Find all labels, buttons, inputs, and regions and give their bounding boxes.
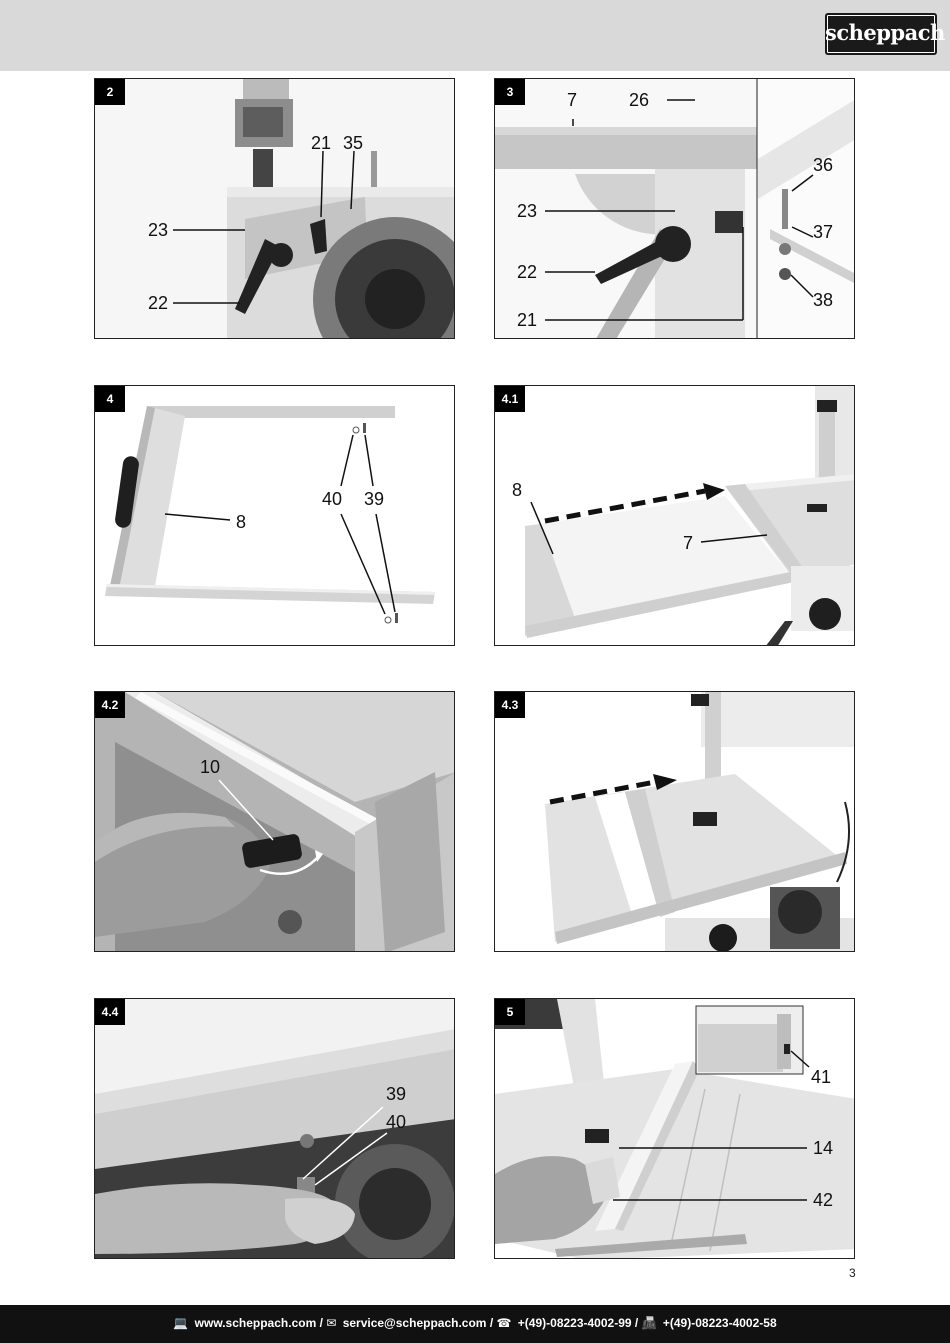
figure-4-4-panel: 4.4 39 40 <box>94 998 455 1259</box>
scheppach-logo: scheppach <box>825 13 945 55</box>
figure-4-illustration <box>95 386 454 645</box>
figure-4-4-label: 39 <box>386 1084 407 1104</box>
figure-5-label: 42 <box>813 1190 834 1210</box>
figure-3-label: 38 <box>813 290 834 310</box>
figure-5-illustration <box>495 999 854 1258</box>
figure-4-4-illustration <box>95 999 454 1258</box>
figure-4-2-tag: 4.2 <box>95 692 125 718</box>
footer-separator: / <box>319 1316 323 1330</box>
figure-2-illustration <box>95 79 454 338</box>
fax-icon: 📠 <box>641 1316 657 1330</box>
figure-3-label: 23 <box>517 201 538 221</box>
figure-3-label: 21 <box>517 310 538 330</box>
page-header: scheppach <box>0 0 950 71</box>
figure-4-4-tag: 4.4 <box>95 999 125 1025</box>
figure-4-1-panel: 4.1 8 7 <box>494 385 855 646</box>
figure-4-3-panel: 4.3 <box>494 691 855 952</box>
figure-4-4-label: 40 <box>386 1112 407 1132</box>
footer-phone[interactable]: +(49)-08223-4002-99 <box>517 1316 632 1330</box>
footer-website[interactable]: www.scheppach.com <box>194 1316 317 1330</box>
figure-2-label: 21 <box>311 133 332 153</box>
figure-3-label: 22 <box>517 262 538 282</box>
figure-4-tag: 4 <box>95 386 125 412</box>
figure-3-label: 37 <box>813 222 834 242</box>
figure-4-panel: 4 8 40 39 <box>94 385 455 646</box>
figure-4-2-illustration <box>95 692 454 951</box>
telephone-icon: ☎ <box>496 1316 512 1330</box>
footer-separator: / <box>634 1316 639 1330</box>
figure-4-1-label: 7 <box>683 533 694 553</box>
footer-fax: +(49)-08223-4002-58 <box>662 1316 777 1330</box>
figure-4-3-tag: 4.3 <box>495 692 525 718</box>
page-footer: 💻 www.scheppach.com / ✉ service@scheppac… <box>0 1305 950 1343</box>
figure-3-tag: 3 <box>495 79 525 105</box>
figure-2-label: 22 <box>148 293 169 313</box>
figure-4-label: 39 <box>364 489 385 509</box>
page-number: 3 <box>849 1266 856 1280</box>
figure-4-1-label: 8 <box>512 480 523 500</box>
figure-2-label: 35 <box>343 133 364 153</box>
figure-2-tag: 2 <box>95 79 125 105</box>
figure-5-panel: 5 41 14 42 <box>494 998 855 1259</box>
figure-4-2-label: 10 <box>200 757 221 777</box>
figure-4-2-panel: 4.2 10 <box>94 691 455 952</box>
figure-4-label: 40 <box>322 489 343 509</box>
envelope-icon: ✉ <box>326 1316 337 1330</box>
figure-4-label: 8 <box>236 512 247 532</box>
figure-4-1-illustration <box>495 386 854 645</box>
figure-3-label: 36 <box>813 155 834 175</box>
figure-3-label: 7 <box>567 90 578 110</box>
figure-5-label: 41 <box>811 1067 832 1087</box>
figure-4-3-illustration <box>495 692 854 951</box>
figure-5-tag: 5 <box>495 999 525 1025</box>
figure-3-label: 26 <box>629 90 650 110</box>
figure-5-label: 14 <box>813 1138 834 1158</box>
figure-3-panel: 3 7 26 23 22 21 36 37 38 <box>494 78 855 339</box>
figure-4-1-tag: 4.1 <box>495 386 525 412</box>
footer-separator: / <box>489 1316 494 1330</box>
footer-email[interactable]: service@scheppach.com <box>342 1316 487 1330</box>
figure-2-panel: 2 23 22 21 35 <box>94 78 455 339</box>
figure-3-illustration <box>495 79 854 338</box>
computer-icon: 💻 <box>173 1316 189 1330</box>
figure-2-label: 23 <box>148 220 169 240</box>
